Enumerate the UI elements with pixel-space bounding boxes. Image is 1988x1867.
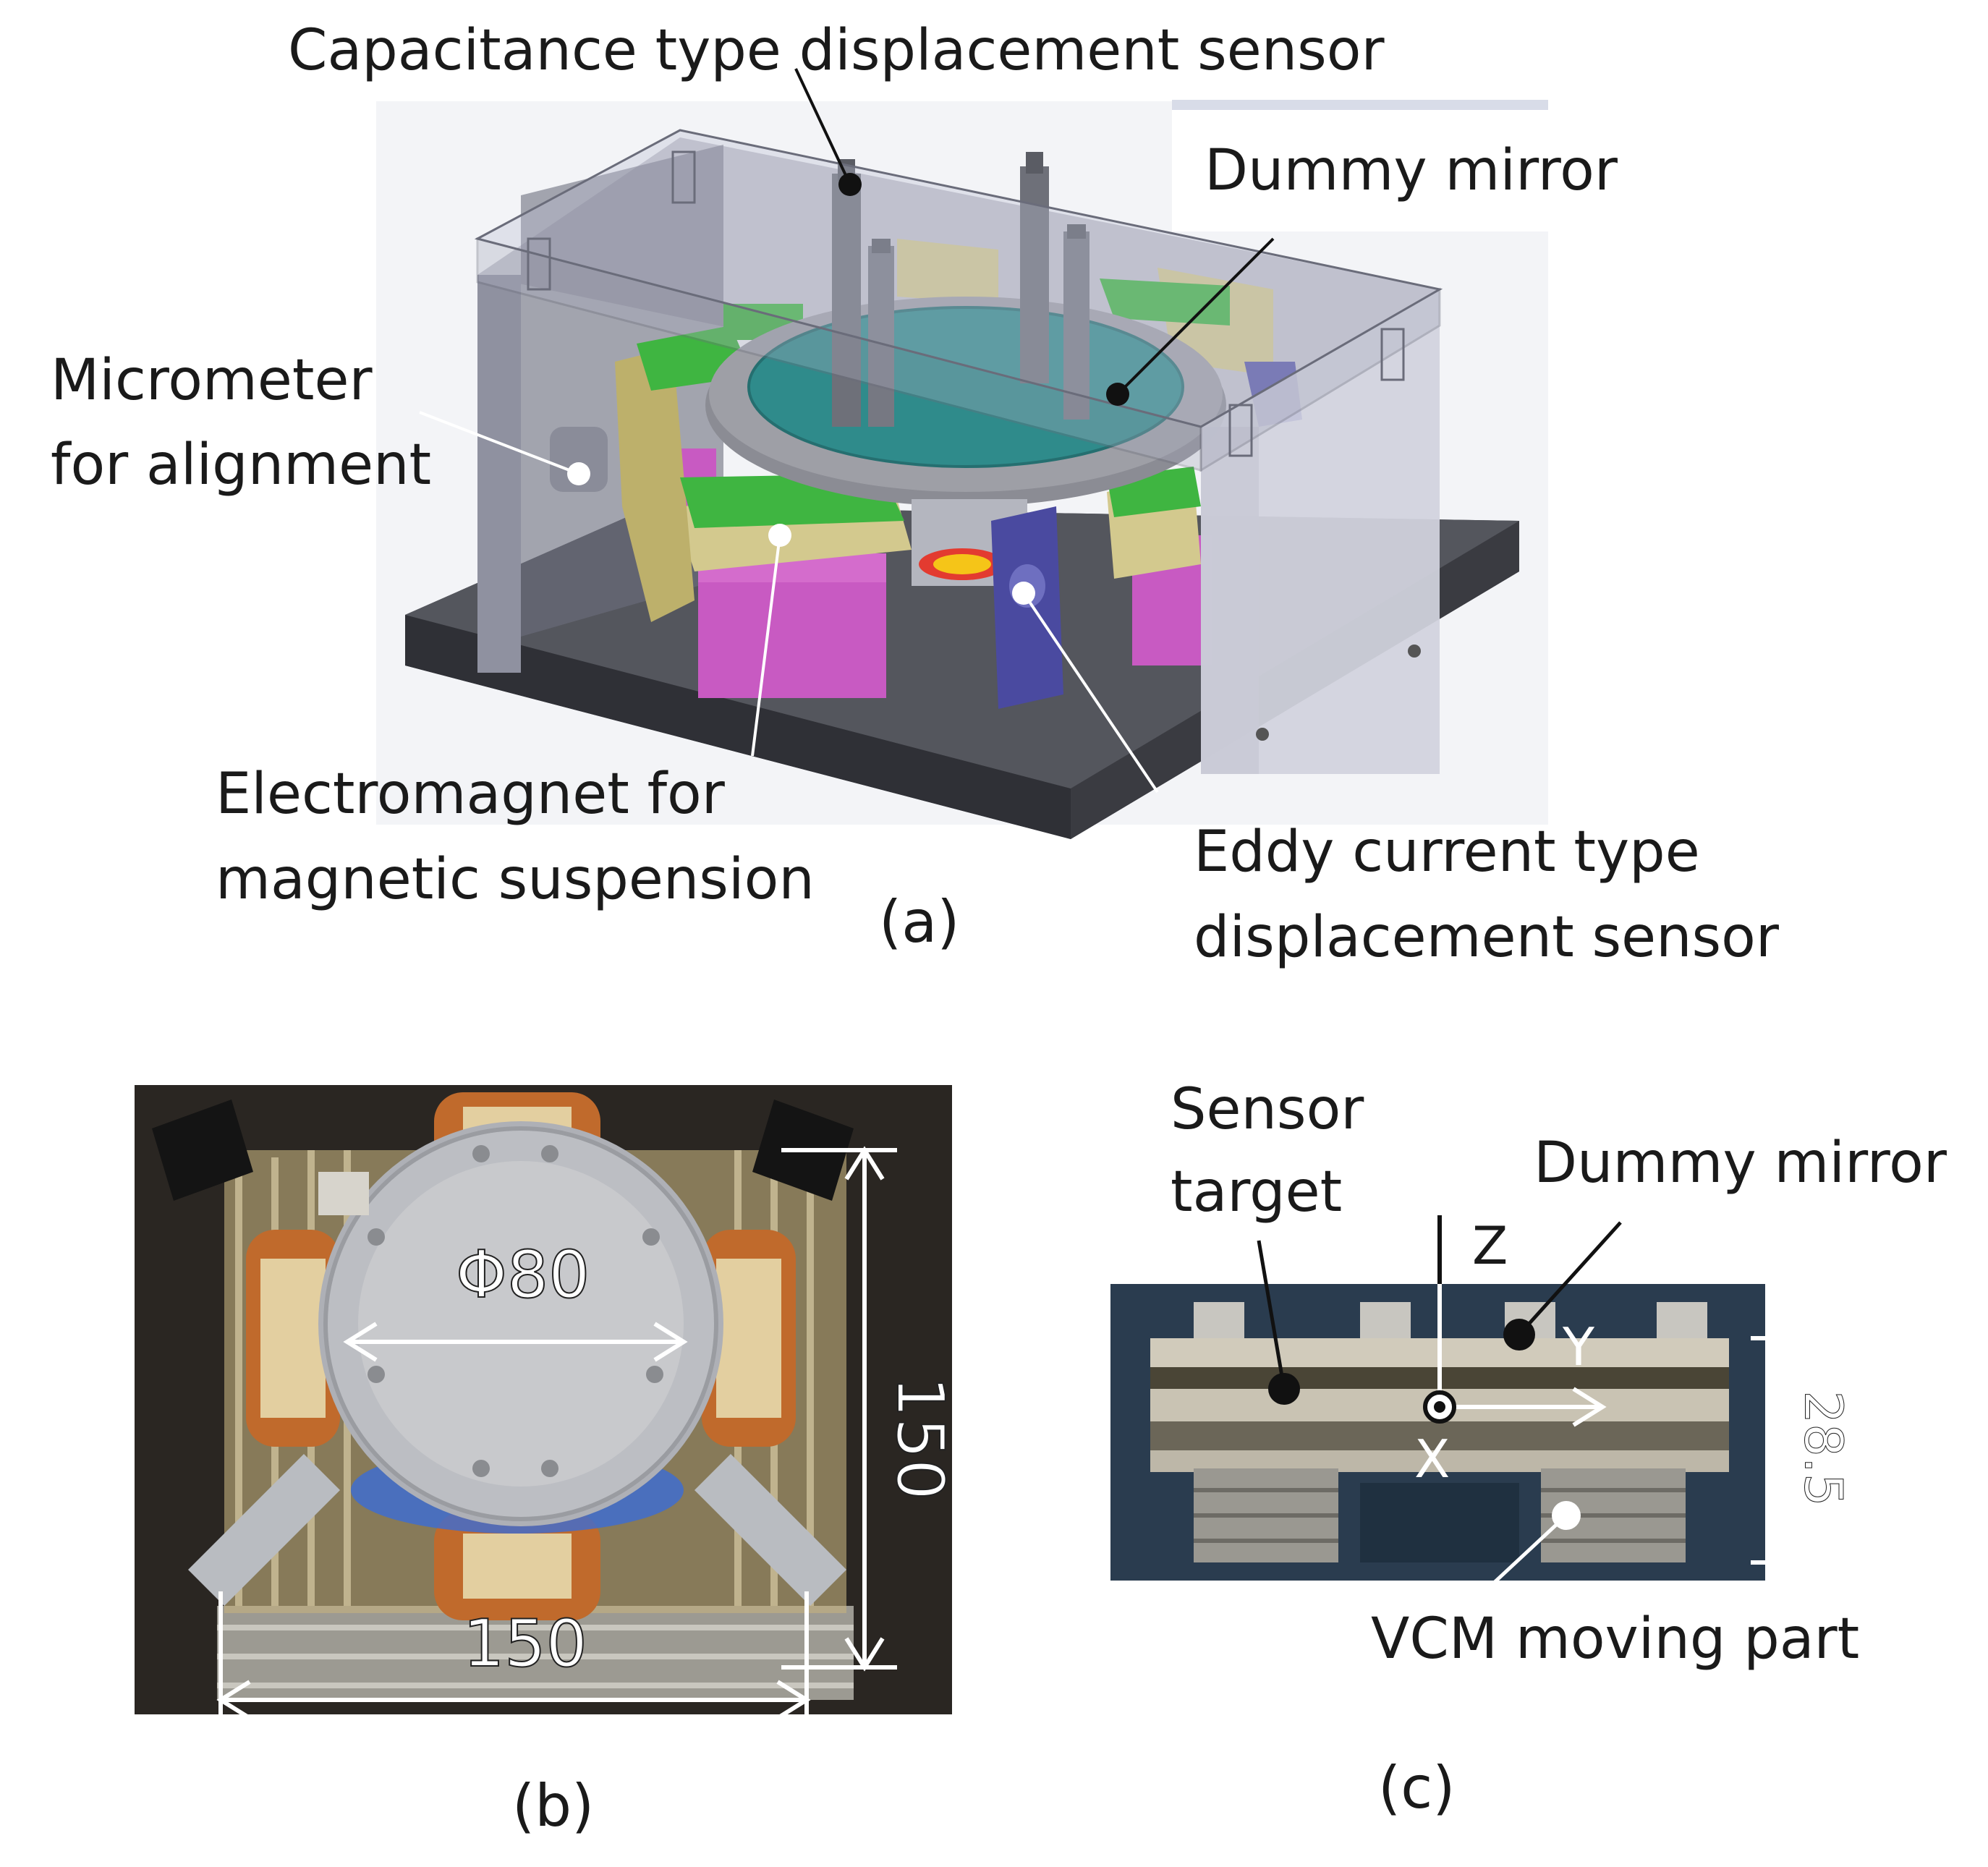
caption-c: (c) (1378, 1754, 1456, 1821)
micrometer-label-line1: Micrometer (51, 348, 373, 413)
height-28-5-label: 28.5 (1793, 1390, 1854, 1507)
eddy-sensor-label-line1: Eddy current type (1194, 820, 1700, 885)
capacitance-sensor-label: Capacitance type displacement sensor (288, 18, 1385, 83)
sensor-target-label-line2: target (1171, 1160, 1343, 1225)
caption-b: (b) (512, 1772, 595, 1840)
sensor-target-label-line1: Sensor (1171, 1077, 1364, 1142)
dummy-mirror-label-c: Dummy mirror (1534, 1131, 1947, 1196)
width-150-label: 150 (462, 1605, 588, 1683)
micrometer-label-line2: for alignment (51, 433, 432, 498)
electromagnet-label-line1: Electromagnet for (216, 762, 725, 827)
caption-a: (a) (879, 888, 960, 956)
electromagnet-label-line2: magnetic suspension (216, 847, 815, 912)
vcm-moving-part-label: VCM moving part (1371, 1607, 1860, 1672)
axis-x-label: X (1414, 1429, 1450, 1489)
eddy-sensor-label-line2: displacement sensor (1194, 905, 1779, 970)
axis-y-label: Y (1563, 1317, 1594, 1377)
axis-z-label: Z (1472, 1215, 1508, 1276)
diameter-label: Φ80 (455, 1236, 590, 1314)
dummy-mirror-label-a: Dummy mirror (1205, 138, 1618, 203)
